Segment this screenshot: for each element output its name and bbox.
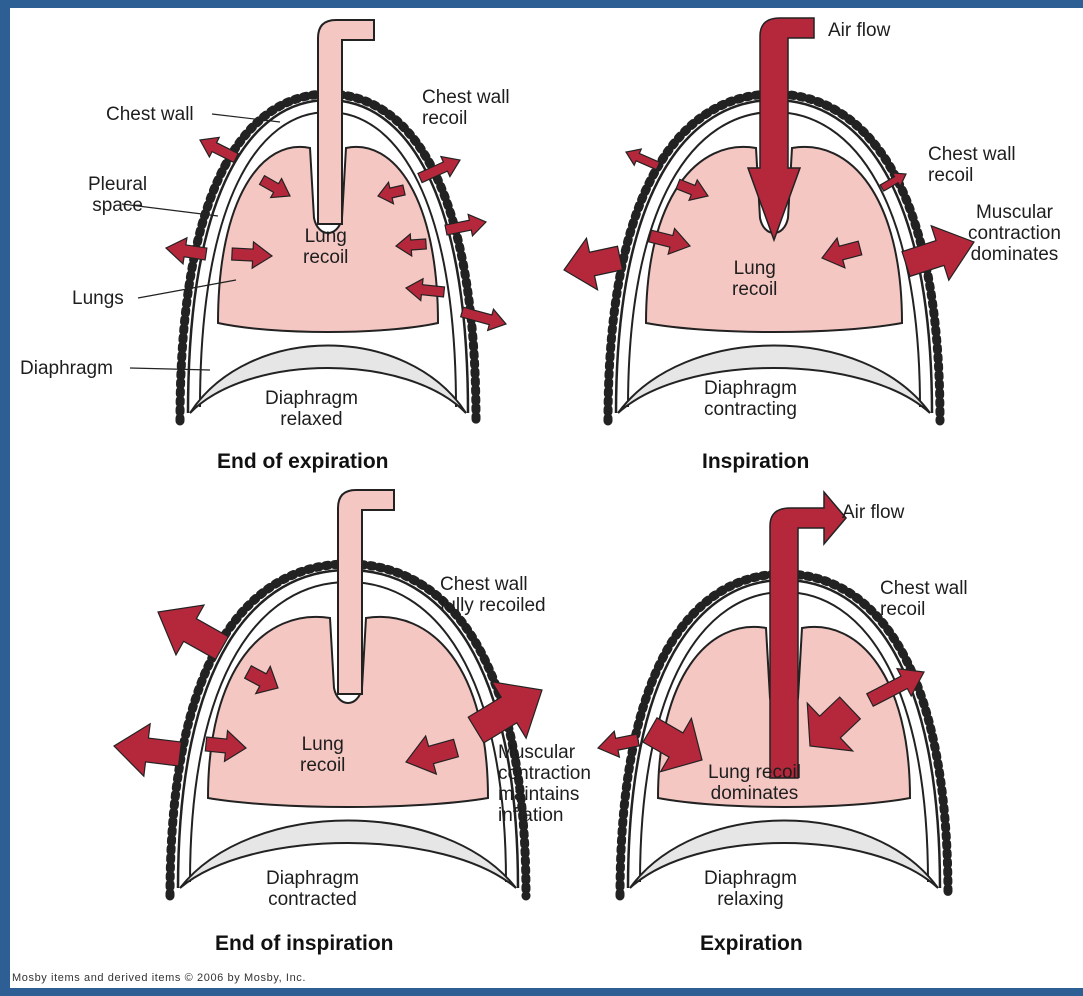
label-lung-recoil: Lung recoil — [303, 226, 348, 268]
label-lung-recoil-2: Lung recoil — [732, 258, 777, 300]
force-arrow — [564, 238, 623, 290]
label-chest-wall: Chest wall — [106, 104, 194, 125]
label-chest-wall-fully-recoiled: Chest wall fully recoiled — [440, 574, 546, 616]
label-chest-wall-recoil-4: Chest wall recoil — [880, 578, 968, 620]
label-diaphragm-relaxed: Diaphragm relaxed — [265, 388, 358, 430]
thorax-panel-3 — [170, 490, 526, 896]
breathing-mechanics-artwork — [10, 8, 1083, 988]
label-diaphragm-contracting: Diaphragm contracting — [704, 378, 797, 420]
panel-title-end-of-expiration: End of expiration — [217, 450, 389, 474]
label-diaphragm: Diaphragm — [20, 358, 113, 379]
label-pleural-space: Pleural space — [88, 174, 147, 216]
label-diaphragm-contracted: Diaphragm contracted — [266, 868, 359, 910]
thorax-panel-2 — [608, 18, 940, 421]
force-arrow — [158, 605, 228, 659]
label-air-flow-2: Air flow — [842, 502, 904, 523]
force-arrow — [902, 226, 974, 280]
label-lung-recoil-dominates: Lung recoil dominates — [708, 762, 801, 804]
force-arrow — [114, 724, 181, 776]
label-diaphragm-relaxing: Diaphragm relaxing — [704, 868, 797, 910]
label-lung-recoil-3: Lung recoil — [300, 734, 345, 776]
label-chest-wall-recoil-2: Chest wall recoil — [928, 144, 1016, 186]
panel-title-end-of-inspiration: End of inspiration — [215, 932, 394, 956]
diagram-stage: Chest wall Chest wall recoil Pleural spa… — [10, 8, 1083, 988]
panel-title-inspiration: Inspiration — [702, 450, 809, 474]
panel-title-expiration: Expiration — [700, 932, 803, 956]
label-lungs: Lungs — [72, 288, 124, 309]
copyright-credit: Mosby items and derived items © 2006 by … — [12, 972, 306, 984]
label-chest-wall-recoil: Chest wall recoil — [422, 87, 510, 129]
thorax-panel-4 — [620, 492, 948, 896]
label-muscular-contraction-maintains: Muscular contraction maintains inflation — [498, 742, 591, 826]
label-air-flow: Air flow — [828, 20, 890, 41]
thorax-panel-1 — [180, 20, 476, 421]
force-arrow — [626, 149, 660, 170]
label-muscular-contraction-dominates: Muscular contraction dominates — [968, 202, 1061, 265]
